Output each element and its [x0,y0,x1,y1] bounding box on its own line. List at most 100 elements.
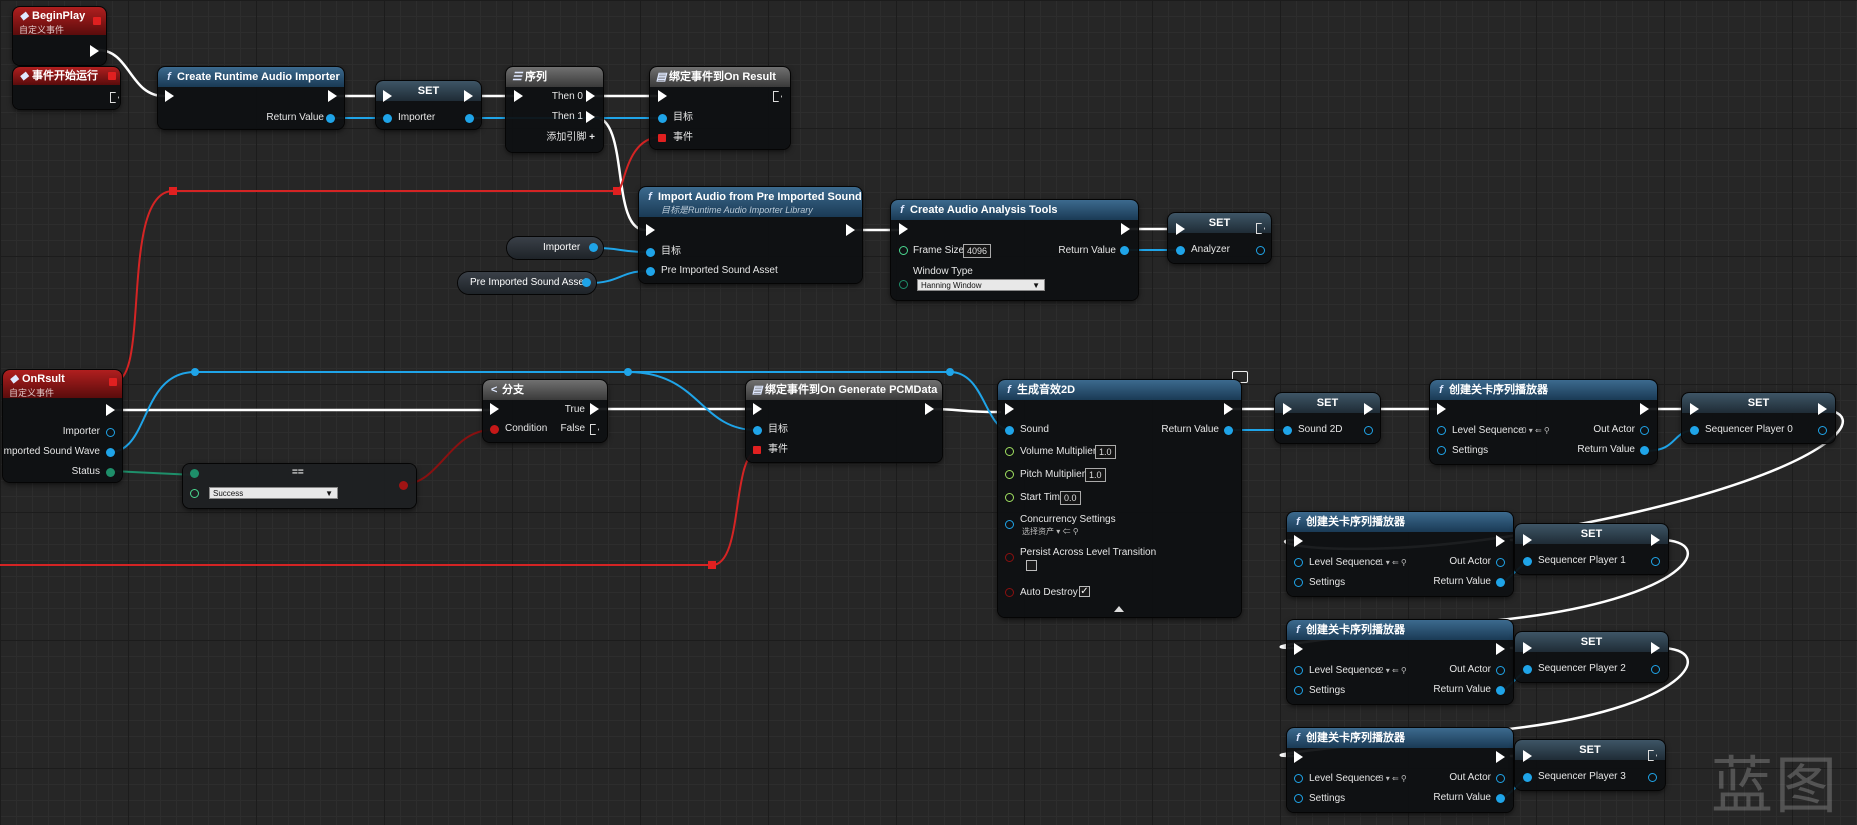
exec-out-pin[interactable] [1224,403,1233,415]
false-pin[interactable] [590,424,599,435]
level-sequence-select[interactable]: 1 ▾ ⇐ ⚲ [1379,558,1407,567]
var-importer[interactable]: Importer [507,237,603,259]
sound2d-in-pin[interactable] [1283,426,1292,435]
exec-in-pin[interactable] [383,90,392,102]
level-sequence-pin[interactable] [1294,558,1303,567]
event-pin[interactable] [658,134,666,142]
window-type-select[interactable]: Hanning Window▼ [917,279,1045,291]
delegate-pin[interactable] [93,17,101,25]
then0-pin[interactable] [586,90,595,102]
player-out-pin[interactable] [1818,426,1827,435]
player-in-pin[interactable] [1523,557,1532,566]
importer-out-pin[interactable] [465,114,474,123]
return-value-pin[interactable] [1496,578,1505,587]
exec-out-pin[interactable] [328,90,337,102]
asset-pin[interactable] [646,267,655,276]
pitch-pin[interactable] [1005,470,1014,479]
player-in-pin[interactable] [1690,426,1699,435]
out-actor-pin[interactable] [1640,426,1649,435]
exec-out-pin[interactable] [773,91,782,102]
importer-in-pin[interactable] [383,114,392,123]
level-sequence-select[interactable]: 0 ▾ ⇐ ⚲ [1522,426,1550,435]
frame-size-pin[interactable] [899,246,908,255]
persist-pin[interactable] [1005,553,1014,562]
exec-out-pin[interactable] [846,224,855,236]
settings-pin[interactable] [1437,446,1446,455]
var-pre-imported-sound-asset[interactable]: Pre Imported Sound Asset [458,272,596,294]
exec-in-pin[interactable] [1523,750,1532,762]
exec-out-pin[interactable] [1651,534,1660,546]
return-value-pin[interactable] [1496,794,1505,803]
result-pin[interactable] [399,481,408,490]
analyzer-in-pin[interactable] [1176,246,1185,255]
window-type-pin[interactable] [899,280,908,289]
exec-in-pin[interactable] [1294,643,1303,655]
auto-destroy-checkbox[interactable]: ✓ [1079,586,1090,597]
exec-out-pin[interactable] [925,403,934,415]
enum-select[interactable]: Success▼ [209,487,338,499]
exec-in-pin[interactable] [1294,751,1303,763]
frame-size-input[interactable]: 4096 [963,244,992,258]
browse-icon[interactable]: ⇐ ⚲ [1391,666,1407,675]
exec-in-pin[interactable] [490,403,499,415]
exec-in-pin[interactable] [514,90,523,102]
exec-out-pin[interactable] [110,92,119,103]
exec-in-pin[interactable] [1523,642,1532,654]
settings-pin[interactable] [1294,686,1303,695]
out-actor-pin[interactable] [1496,666,1505,675]
exec-out-pin[interactable] [90,45,99,57]
exec-in-pin[interactable] [1294,535,1303,547]
analyzer-out-pin[interactable] [1256,246,1265,255]
level-sequence-pin[interactable] [1294,774,1303,783]
level-sequence-pin[interactable] [1437,426,1446,435]
exec-out-pin[interactable] [1496,535,1505,547]
node-set-sequencer-player-3[interactable]: SET Sequencer Player 3 [1515,740,1665,790]
delegate-pin[interactable] [109,378,117,386]
concurrency-pin[interactable] [1005,520,1014,529]
browse-icon[interactable]: ⇐ ⚲ [1391,558,1407,567]
node-set-sound-2d[interactable]: SET Sound 2D [1275,393,1380,443]
delegate-pin[interactable] [108,72,116,80]
concurrency-asset-select[interactable]: 选择资产 ▾ ⇐ ⚲ [1022,526,1079,537]
exec-in-pin[interactable] [1690,403,1699,415]
exec-out-pin[interactable] [1640,403,1649,415]
node-start-run[interactable]: ◆事件开始运行 [13,67,120,109]
exec-in-pin[interactable] [1283,403,1292,415]
node-bind-on-result[interactable]: ▤绑定事件到On Result 目标 事件 [650,67,790,149]
exec-in-pin[interactable] [1176,223,1185,235]
exec-out-pin[interactable] [1496,643,1505,655]
exec-out-pin[interactable] [1818,403,1827,415]
pitch-input[interactable]: 1.0 [1085,468,1106,482]
exec-in-pin[interactable] [753,403,762,415]
var-out-pin[interactable] [589,243,598,252]
node-branch[interactable]: <分支 True Condition False [483,380,607,442]
player-out-pin[interactable] [1651,557,1660,566]
browse-icon[interactable]: ⇐ ⚲ [1062,527,1079,536]
add-pin-button[interactable]: 添加引脚 + [546,132,595,144]
out-actor-pin[interactable] [1496,558,1505,567]
node-bind-on-generate-pcm[interactable]: ▤绑定事件到On Generate PCMData 目标 事件 [746,380,942,462]
browse-icon[interactable]: ⇐ ⚲ [1391,774,1407,783]
exec-in-pin[interactable] [899,223,908,235]
exec-out-pin[interactable] [1496,751,1505,763]
settings-pin[interactable] [1294,578,1303,587]
node-equals[interactable]: == Success▼ [183,464,416,508]
return-value-pin[interactable] [1640,446,1649,455]
start-time-input[interactable]: 0.0 [1060,491,1081,505]
b-pin[interactable] [190,489,199,498]
target-pin[interactable] [646,248,655,257]
target-pin[interactable] [753,426,762,435]
then1-pin[interactable] [586,111,595,123]
collapse-arrow-icon[interactable] [1114,606,1124,612]
node-set-importer[interactable]: SET Importer [376,81,481,129]
condition-pin[interactable] [490,425,499,434]
node-set-sequencer-player-0[interactable]: SET Sequencer Player 0 [1682,393,1835,443]
